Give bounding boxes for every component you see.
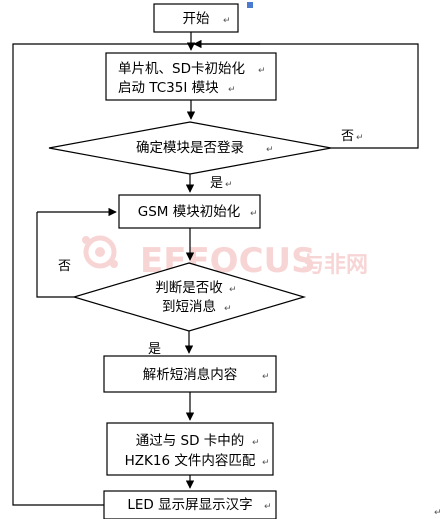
svg-text:↵: ↵ [266, 145, 274, 155]
svg-text:↵: ↵ [250, 209, 258, 219]
display-node: LED 显示屏显示汉字 [103, 490, 277, 519]
svg-text:↵: ↵ [258, 66, 266, 76]
gsm-init-node: GSM 模块初始化 [118, 194, 261, 229]
svg-text:↵: ↵ [223, 16, 231, 26]
start-label: 开始 [183, 11, 210, 27]
sms-decision: 判断是否收 到短消息 [71, 262, 307, 332]
svg-text:↵: ↵ [252, 438, 260, 448]
start-node: 开始 ↵ [153, 3, 239, 33]
svg-text:↵: ↵ [225, 180, 233, 190]
login-yes-label: 是 [210, 176, 223, 191]
sms-decision-label-line2: 到短消息 [162, 298, 216, 315]
login-decision-label: 确定模块是否登录 [136, 140, 244, 156]
svg-text:↵: ↵ [356, 133, 364, 143]
login-no-label: 否 [341, 129, 354, 144]
watermark: EEFOCUS 与非网 [82, 235, 368, 281]
login-decision: 确定模块是否登录 [48, 121, 332, 175]
svg-text:↵: ↵ [264, 502, 272, 512]
sms-decision-label-line1: 判断是否收 [155, 280, 223, 296]
init-label-line1: 单片机、SD卡初始化 [118, 60, 245, 77]
svg-text:↵: ↵ [434, 508, 442, 518]
watermark-suffix: 与非网 [302, 253, 368, 278]
init-label-line2: 启动 TC35I 模块 [118, 80, 219, 96]
svg-text:↵: ↵ [228, 85, 236, 95]
svg-text:↵: ↵ [262, 372, 270, 382]
sms-no-label: 否 [58, 259, 71, 274]
watermark-logo-icon [82, 235, 118, 269]
match-node: 通过与 SD 卡中的 HZK16 文件内容匹配 [106, 422, 274, 476]
gsm-init-label: GSM 模块初始化 [138, 203, 240, 220]
init-node: 单片机、SD卡初始化 启动 TC35I 模块 [105, 52, 277, 101]
svg-text:↵: ↵ [229, 285, 237, 295]
display-label: LED 显示屏显示汉字 [127, 497, 252, 513]
parse-node: 解析短消息内容 [103, 355, 277, 393]
svg-text:↵: ↵ [262, 458, 270, 468]
anchor-marker [247, 2, 253, 8]
parse-label: 解析短消息内容 [143, 366, 238, 383]
svg-text:↵: ↵ [224, 304, 232, 314]
match-label-line1: 通过与 SD 卡中的 [136, 433, 245, 449]
sms-yes-label: 是 [148, 342, 161, 357]
match-label-line2: HZK16 文件内容匹配 [125, 452, 256, 469]
